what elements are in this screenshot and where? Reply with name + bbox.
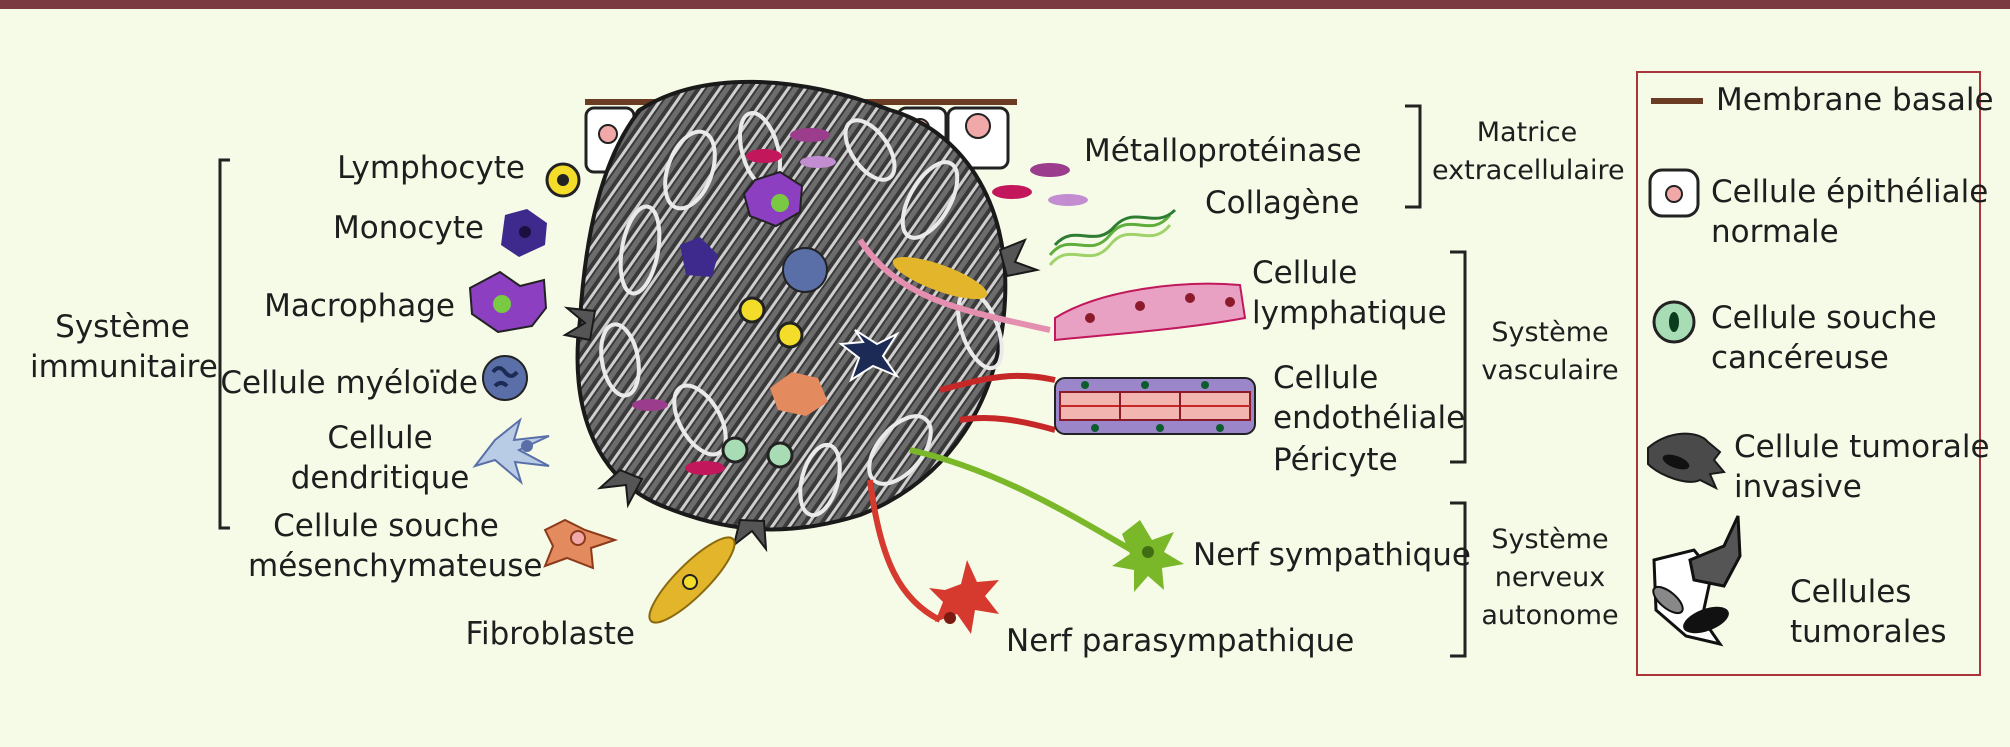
legend-box bbox=[1636, 71, 1981, 676]
metalloproteinase-icons bbox=[992, 163, 1088, 206]
dendritic-cell-icon bbox=[472, 417, 550, 485]
label-lymphocyte: Lymphocyte bbox=[337, 150, 525, 186]
legend-icons bbox=[1647, 98, 1742, 647]
lymphatic-vessel bbox=[1054, 282, 1247, 342]
top-bar bbox=[0, 0, 2010, 9]
label-endothelial: Cellule endothéliale bbox=[1273, 360, 1466, 436]
ecm-bracket bbox=[1405, 104, 1422, 209]
legend-label-epithelial: Cellule épithéliale normale bbox=[1711, 174, 1989, 250]
collagen-fibers bbox=[1048, 208, 1177, 266]
macrophage-icon bbox=[468, 270, 548, 334]
legend-epithelial-icon bbox=[1648, 168, 1700, 218]
blood-vessel bbox=[1054, 377, 1256, 435]
legend-tumor-cells-icon bbox=[1652, 515, 1742, 647]
legend-label-tumor: Cellules tumorales bbox=[1790, 574, 1947, 650]
label-dendritic: Cellule dendritique bbox=[290, 420, 470, 496]
parasympathetic-nerve-cell bbox=[929, 560, 999, 634]
myeloid-cell-icon bbox=[482, 355, 528, 401]
label-parasympathetic: Nerf parasympathique bbox=[1006, 623, 1355, 659]
nervous-bracket bbox=[1450, 501, 1467, 658]
label-ecm-group: Matrice extracellulaire bbox=[1432, 117, 1625, 186]
label-lymphatic: Cellule lymphatique bbox=[1252, 255, 1447, 331]
tumor-invasive-edges bbox=[562, 238, 1041, 553]
label-vascular-group: Système vasculaire bbox=[1481, 317, 1619, 386]
legend-label-stem: Cellule souche cancéreuse bbox=[1711, 300, 1937, 376]
fibroblast-icon bbox=[648, 536, 736, 624]
group-brackets bbox=[218, 104, 1467, 658]
label-metalloproteinase: Métalloprotéinase bbox=[1084, 133, 1362, 169]
legend-label-membrane: Membrane basale bbox=[1716, 82, 1994, 118]
legend-membrane-icon bbox=[1651, 98, 1703, 104]
label-mesenchymal: Cellule souche mésenchymateuse bbox=[248, 508, 543, 584]
label-myeloid: Cellule myéloïde bbox=[220, 365, 478, 401]
mesenchymal-stem-cell-icon bbox=[543, 518, 619, 570]
immune-bracket bbox=[218, 158, 230, 530]
tumor-embedded-cells bbox=[632, 128, 988, 475]
label-collagen: Collagène bbox=[1205, 185, 1360, 221]
sympathetic-nerve-cell bbox=[1112, 520, 1184, 592]
legend-label-invasive: Cellule tumorale invasive bbox=[1734, 429, 1990, 505]
label-macrophage: Macrophage bbox=[264, 288, 455, 324]
lymphocyte-icon bbox=[545, 162, 581, 198]
legend-stem-cell-icon bbox=[1652, 300, 1696, 344]
tumor-body bbox=[575, 79, 1008, 532]
label-fibroblast: Fibroblaste bbox=[465, 616, 635, 652]
tumor-mass bbox=[562, 79, 1041, 553]
connectors bbox=[857, 163, 1256, 634]
vascular-bracket bbox=[1450, 250, 1467, 464]
legend-invasive-cell-icon bbox=[1647, 432, 1726, 491]
label-immune-system: Système immunitaire bbox=[30, 309, 218, 385]
label-nervous-group: Système nerveux autonome bbox=[1481, 524, 1619, 631]
left-cell-icons bbox=[468, 162, 736, 624]
label-monocyte: Monocyte bbox=[333, 210, 484, 246]
label-sympathetic: Nerf sympathique bbox=[1193, 537, 1471, 573]
monocyte-icon bbox=[501, 209, 547, 257]
label-pericyte: Péricyte bbox=[1273, 442, 1398, 478]
